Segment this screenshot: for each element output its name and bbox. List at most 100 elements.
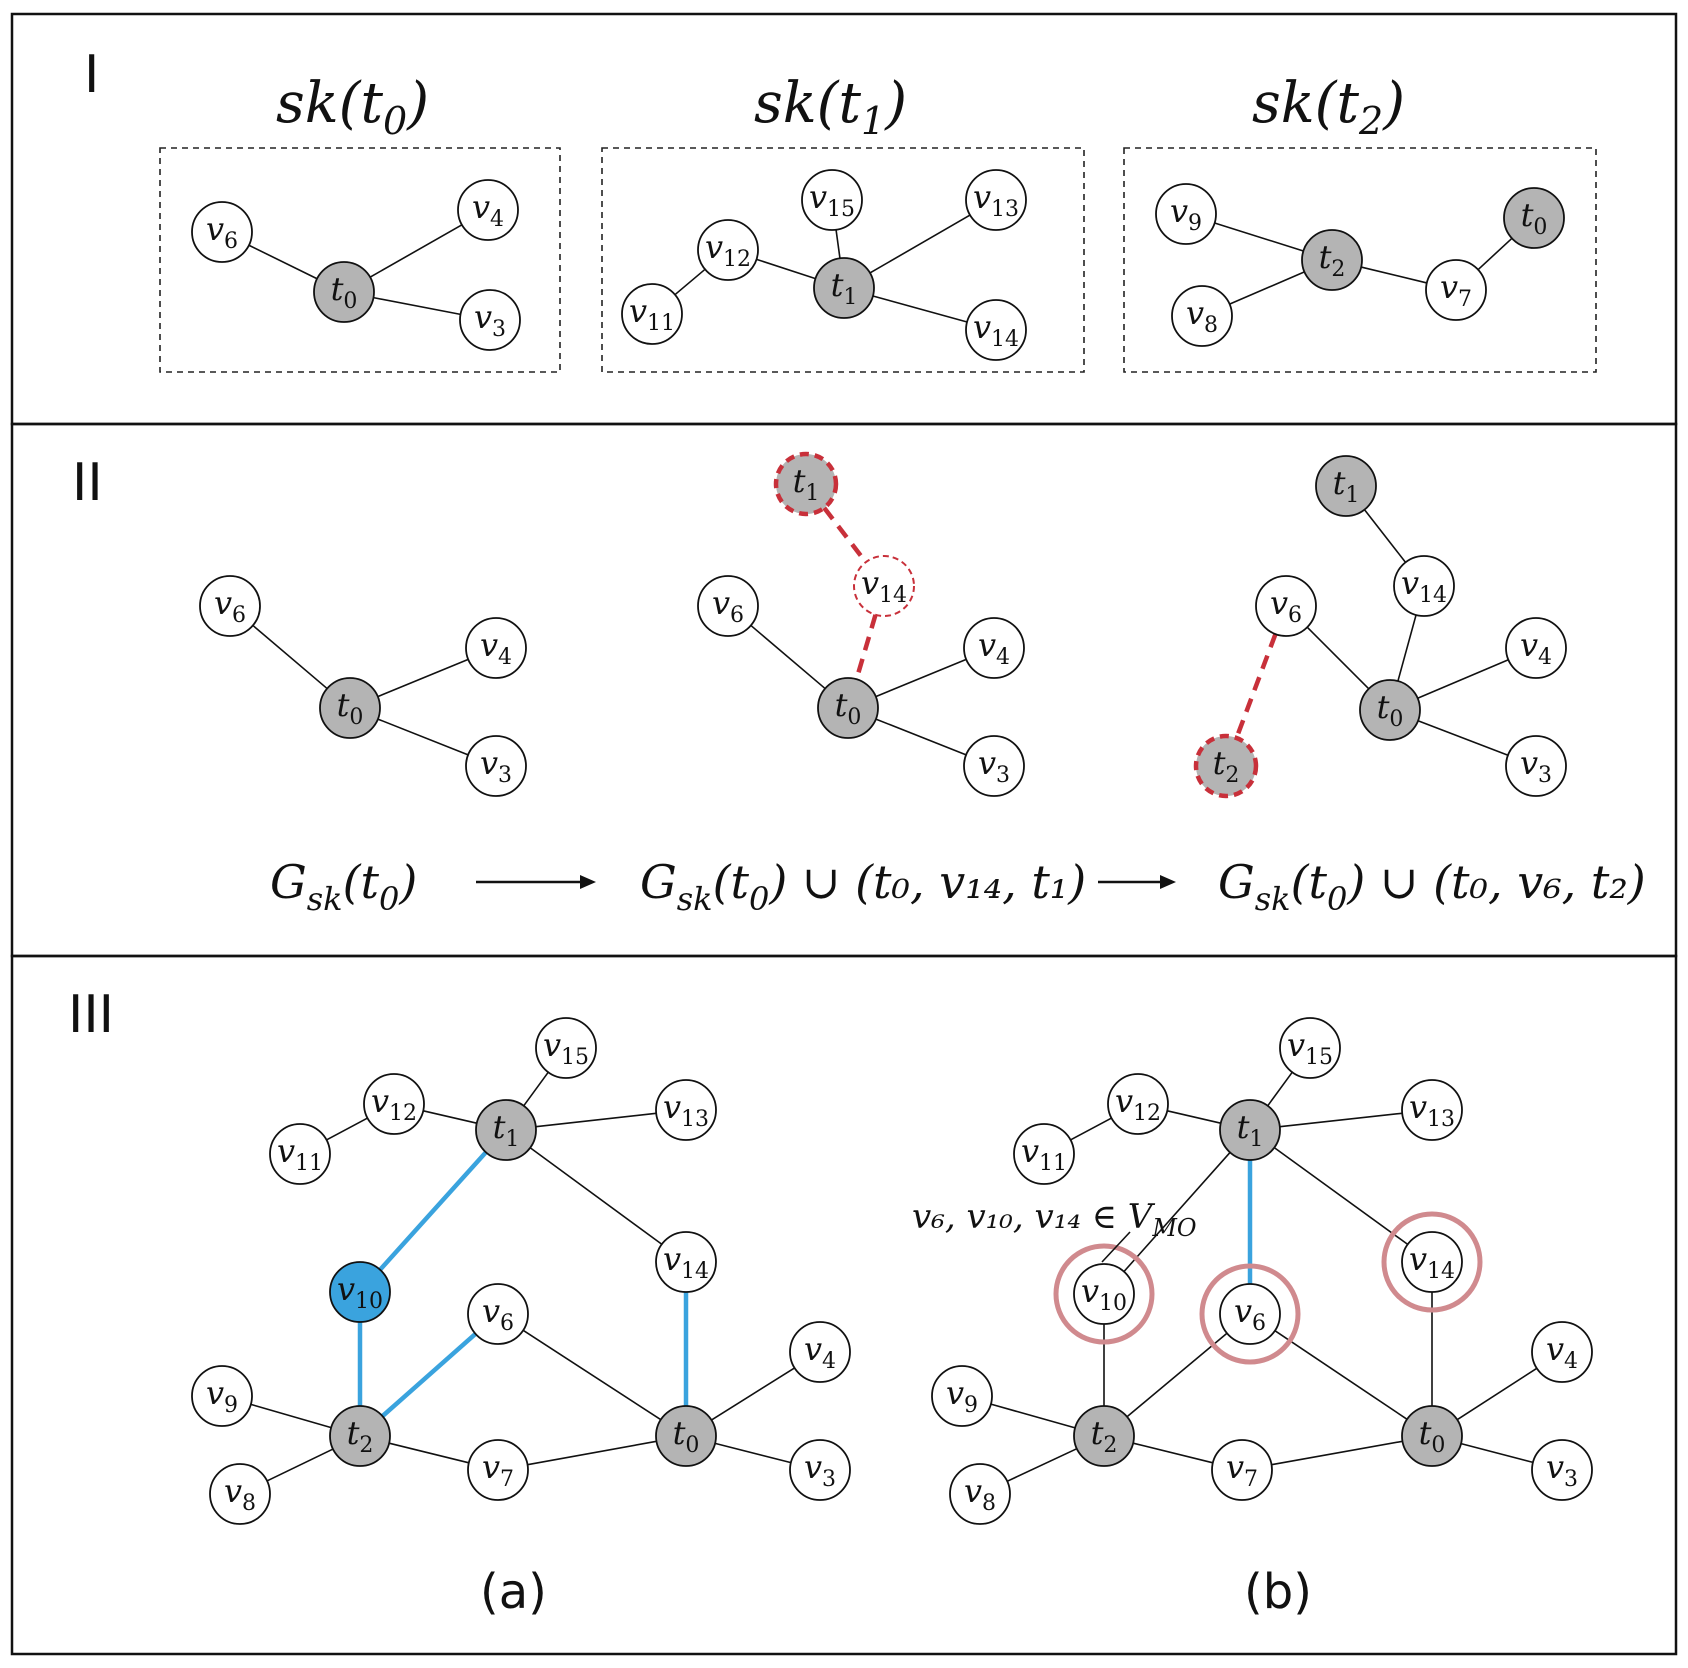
panel-i-label: I bbox=[84, 45, 99, 105]
node-label-v6: v6 bbox=[712, 584, 744, 628]
node-label-v6: v6 bbox=[1234, 1292, 1266, 1336]
node-v13 bbox=[965, 169, 1027, 231]
node-label-v3: v3 bbox=[978, 744, 1010, 788]
edge-v11-v12 bbox=[674, 268, 706, 296]
node-label-t1: t1 bbox=[793, 462, 820, 506]
edge-v15-t1 bbox=[835, 229, 841, 259]
node-t2 bbox=[1073, 1405, 1135, 1467]
node-t0 bbox=[1359, 679, 1421, 741]
vmo-annotation: v₆, v₁₀, v₁₄ ∈ VMO bbox=[912, 1197, 1197, 1242]
node-v4 bbox=[1505, 617, 1567, 679]
node-label-v14: v14 bbox=[973, 308, 1019, 352]
path-edge-v14-t0 bbox=[854, 614, 878, 680]
node-v3 bbox=[1531, 1439, 1593, 1501]
edge-t0-v3 bbox=[1460, 1442, 1534, 1464]
node-v8 bbox=[949, 1463, 1011, 1525]
edge-t0-v3 bbox=[1417, 719, 1509, 757]
edge-v8-t2 bbox=[1006, 1447, 1078, 1483]
node-label-v11: v11 bbox=[277, 1132, 323, 1176]
edge-t0-v3 bbox=[373, 296, 461, 316]
node-t0 bbox=[319, 677, 381, 739]
edge-v15-t1 bbox=[1267, 1071, 1293, 1107]
caption-b: (b) bbox=[1244, 1564, 1312, 1620]
node-label-v4: v4 bbox=[978, 626, 1010, 670]
node-label-v11: v11 bbox=[1021, 1132, 1067, 1176]
node-v14 bbox=[1401, 1231, 1463, 1293]
node-label-v9: v9 bbox=[946, 1374, 978, 1418]
node-label-t1: t1 bbox=[1333, 464, 1360, 508]
edge-t1-v10 bbox=[1123, 1151, 1231, 1273]
edge-t1-v13 bbox=[869, 214, 971, 274]
node-v4 bbox=[465, 617, 527, 679]
node-v3 bbox=[465, 735, 527, 797]
node-v6 bbox=[1219, 1283, 1281, 1345]
node-label-v7: v7 bbox=[1226, 1448, 1258, 1492]
node-t0 bbox=[1401, 1405, 1463, 1467]
node-label-v9: v9 bbox=[206, 1374, 238, 1418]
node-label-v12: v12 bbox=[705, 228, 751, 272]
node-label-t1: t1 bbox=[831, 266, 858, 310]
node-label-v4: v4 bbox=[804, 1330, 836, 1374]
edge-t0-v4 bbox=[875, 658, 967, 698]
node-v6 bbox=[191, 201, 253, 263]
node-label-v3: v3 bbox=[804, 1448, 836, 1492]
node-v4 bbox=[457, 179, 519, 241]
edge-v11-v12 bbox=[326, 1117, 368, 1141]
node-t0 bbox=[313, 261, 375, 323]
node-label-v7: v7 bbox=[482, 1448, 514, 1492]
edge-t0-v4 bbox=[710, 1367, 796, 1421]
formula-arrowhead-2 bbox=[1160, 875, 1176, 889]
node-label-v14: v14 bbox=[1409, 1240, 1455, 1284]
node-label-v4: v4 bbox=[1546, 1330, 1578, 1374]
node-label-v3: v3 bbox=[1520, 744, 1552, 788]
node-v7 bbox=[1425, 259, 1487, 321]
panel-ii-label: II bbox=[72, 453, 103, 513]
steiner-edge-t2-v6 bbox=[380, 1332, 478, 1418]
node-label-v4: v4 bbox=[480, 626, 512, 670]
edge-t1-v13 bbox=[535, 1112, 657, 1128]
node-label-v14: v14 bbox=[861, 564, 907, 608]
edge-t0-v4 bbox=[1456, 1367, 1538, 1421]
node-label-v15: v15 bbox=[809, 178, 855, 222]
edge-v9-t2 bbox=[1214, 222, 1304, 252]
node-v3 bbox=[1505, 735, 1567, 797]
formula-step-1: Gsk(t0) bbox=[270, 855, 417, 918]
path-edge-v6-t2 bbox=[1234, 633, 1278, 739]
node-v4 bbox=[789, 1321, 851, 1383]
node-t1 bbox=[475, 1099, 537, 1161]
node-label-v3: v3 bbox=[480, 744, 512, 788]
node-label-v14: v14 bbox=[1401, 564, 1447, 608]
node-v9 bbox=[1155, 183, 1217, 245]
node-label-v6: v6 bbox=[1270, 584, 1302, 628]
node-label-v4: v4 bbox=[1520, 626, 1552, 670]
node-label-v13: v13 bbox=[663, 1088, 709, 1132]
edge-v12-t1 bbox=[423, 1110, 477, 1124]
edge-v9-t2 bbox=[250, 1403, 332, 1429]
node-t2 bbox=[1301, 229, 1363, 291]
edge-t2-v7 bbox=[388, 1442, 470, 1464]
node-label-t2: t2 bbox=[1091, 1414, 1118, 1458]
edge-t0-v4 bbox=[377, 658, 469, 698]
node-label-v6: v6 bbox=[482, 1292, 514, 1336]
sketch-box-t1 bbox=[601, 147, 1085, 373]
edge-v9-t2 bbox=[990, 1403, 1076, 1429]
node-label-v7: v7 bbox=[1440, 268, 1472, 312]
panel-iii-frame bbox=[10, 954, 1678, 1656]
node-label-v12: v12 bbox=[371, 1082, 417, 1126]
edge-v6-t0 bbox=[1306, 626, 1370, 690]
node-t1 bbox=[813, 257, 875, 319]
node-t2 bbox=[1193, 733, 1259, 799]
edge-t1-v13 bbox=[1279, 1112, 1403, 1128]
node-t1 bbox=[1315, 455, 1377, 517]
caption-a: (a) bbox=[480, 1564, 547, 1620]
node-label-v13: v13 bbox=[1409, 1088, 1455, 1132]
node-label-t0: t0 bbox=[337, 686, 364, 730]
edge-v12-t1 bbox=[756, 258, 816, 280]
node-v11 bbox=[1013, 1123, 1075, 1185]
node-v12 bbox=[697, 219, 759, 281]
node-v14 bbox=[1393, 555, 1455, 617]
node-v13 bbox=[1401, 1079, 1463, 1141]
